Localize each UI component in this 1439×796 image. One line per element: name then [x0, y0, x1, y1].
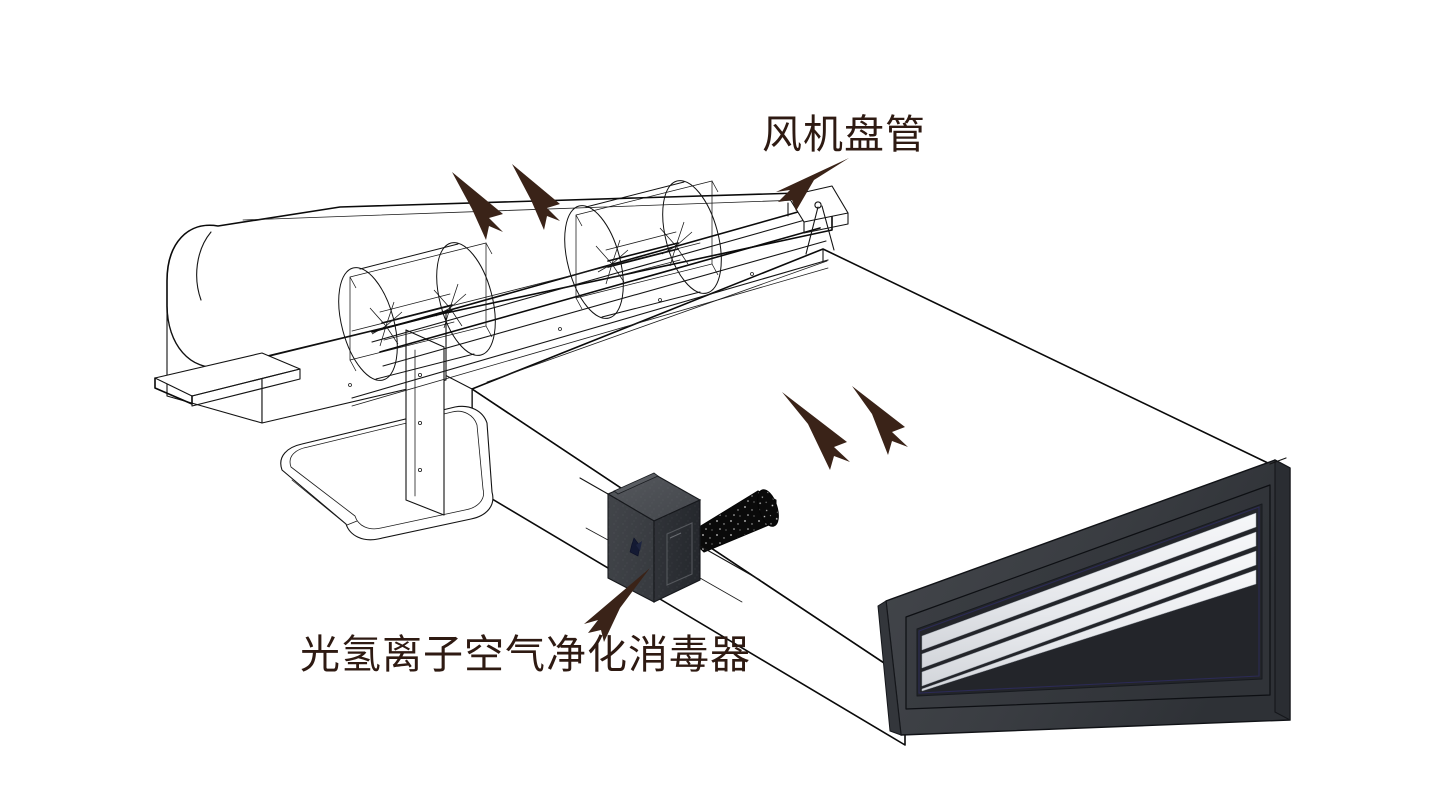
connector-screw-2: [417, 420, 422, 425]
fcu-rail-upper-b: [371, 217, 813, 343]
blower-r-end-disc-right: [662, 180, 722, 294]
label-fan-coil-unit: 风机盘管: [762, 112, 926, 157]
fcu-base-plate-front: [191, 368, 301, 407]
blower-l-envelope: [359, 243, 475, 380]
purifier-side-texture: [654, 500, 700, 602]
blower-common-shaft: [351, 242, 701, 332]
linear-slot-diffuser: [877, 457, 1291, 736]
fcu-nose-crease: [196, 231, 212, 301]
cross-flow-blower-left: [338, 242, 496, 381]
bracket-support-lines: [805, 205, 835, 255]
blower-r-cage-depth: [575, 180, 719, 310]
blower-l-end-disc-right: [436, 242, 496, 356]
duct-edge-behind-c: [585, 527, 609, 541]
blower-r-shaft-b: [607, 248, 679, 268]
fcu-rail-lower-b: [351, 267, 829, 407]
fcu-rail-mid: [382, 240, 827, 367]
connector-screw-3: [417, 467, 422, 472]
lamp-tube-cap: [757, 489, 779, 527]
rail-rivet-1: [558, 327, 562, 331]
duct-top-seam-a: [486, 260, 828, 383]
blower-l-shaft-a: [381, 304, 453, 324]
duct-edge-behind-b: [699, 545, 761, 581]
label-air-purifier: 光氢离子空气净化消毒器: [300, 632, 751, 677]
duct-edge-behind-a: [579, 477, 609, 495]
supply-arrow-2: [852, 386, 908, 455]
intake-arrow-1: [452, 172, 503, 240]
rail-rivet-3: [750, 272, 754, 276]
bracket-fold: [803, 212, 849, 234]
fcu-duct-connector-panel: [405, 329, 445, 516]
intake-arrow-2: [512, 164, 560, 230]
purifier-access-hatch: [666, 522, 693, 586]
label-leaders: [584, 158, 849, 642]
fan-coil-unit-body: [154, 185, 849, 541]
purifier-lid-seam: [613, 472, 659, 495]
fcu-top-ridge: [242, 198, 827, 221]
intake-arrow-group: [452, 164, 560, 240]
louver-blade-1: [921, 512, 1257, 651]
fcu-rail-lower-a: [351, 259, 829, 399]
duct-edge-lines-at-purifier: [579, 477, 761, 603]
drain-pan-corner-detail: [291, 479, 358, 526]
rail-rivet-2: [658, 298, 662, 302]
blower-r-envelope: [585, 181, 701, 318]
grille-left-return: [877, 600, 902, 736]
supply-arrow-1: [782, 392, 850, 470]
connector-screw-1: [417, 372, 422, 377]
grille-louver-blades: [921, 512, 1257, 692]
blower-r-spokes: [595, 221, 693, 285]
fan-coil-label-leader: [776, 158, 849, 211]
purifier-label-leader: [584, 568, 650, 642]
blower-l-end-disc-left: [338, 267, 398, 381]
supply-arrow-group: [782, 386, 908, 470]
purifier-lamp-tube: [685, 489, 779, 553]
airflow-arrows: [452, 164, 908, 470]
drain-pan-rim-inner: [289, 410, 484, 530]
grille-inner-outline: [918, 506, 1260, 694]
grille-right-return: [1274, 459, 1291, 721]
purifier-emblem-accent: [636, 541, 642, 551]
purifier-hatch-latch: [669, 532, 682, 539]
cross-flow-blower-right: [564, 180, 722, 319]
blower-l-shaft-b: [381, 310, 453, 330]
louver-blade-3: [921, 550, 1257, 687]
blower-r-end-disc-left: [564, 205, 624, 319]
rail-rivet-4: [348, 383, 352, 387]
louver-blade-4: [921, 569, 1257, 692]
duct-edge-behind-d: [699, 577, 743, 603]
blower-l-cage-depth: [349, 242, 493, 372]
blower-l-spokes: [369, 283, 467, 347]
blower-r-shaft-a: [607, 242, 679, 262]
louver-blade-2: [921, 531, 1257, 669]
cross-flow-blower-assembly: [338, 180, 722, 381]
grille-duct-join: [1269, 457, 1287, 465]
fcu-rail-upper-c: [379, 227, 821, 353]
